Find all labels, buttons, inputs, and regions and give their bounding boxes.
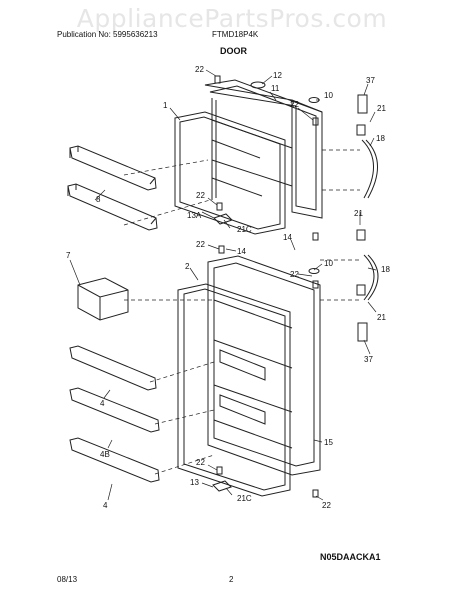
callout-15: 15 bbox=[324, 438, 333, 447]
callout-21: 21 bbox=[377, 104, 386, 113]
callout-14: 14 bbox=[283, 233, 292, 242]
callout-14: 14 bbox=[237, 247, 246, 256]
upper-door-gasket bbox=[174, 111, 286, 235]
callout-18: 18 bbox=[376, 134, 385, 143]
lower-shelves bbox=[69, 345, 160, 483]
callout-22: 22 bbox=[322, 501, 331, 510]
callout-18: 18 bbox=[381, 265, 390, 274]
callout-22: 22 bbox=[196, 240, 205, 249]
upper-shelves bbox=[67, 145, 158, 231]
callout-13a: 13A bbox=[187, 211, 202, 220]
page-number: 2 bbox=[229, 575, 234, 584]
callout-4: 4 bbox=[100, 399, 105, 408]
callout-22: 22 bbox=[290, 100, 299, 109]
callout-7: 7 bbox=[66, 251, 71, 260]
callout-37: 37 bbox=[366, 76, 375, 85]
callout-10: 10 bbox=[324, 91, 333, 100]
callout-22: 22 bbox=[196, 191, 205, 200]
hinges-hardware bbox=[212, 75, 320, 498]
upper-door bbox=[204, 79, 323, 219]
callout-2: 2 bbox=[185, 262, 190, 271]
callout-4: 4 bbox=[103, 501, 108, 510]
callout-8: 8 bbox=[96, 195, 101, 204]
model-number: FTMD18P4K bbox=[212, 30, 259, 39]
callout-22: 22 bbox=[290, 270, 299, 279]
footer-date: 08/13 bbox=[57, 575, 78, 584]
callout-10: 10 bbox=[324, 259, 333, 268]
callout-11: 11 bbox=[271, 84, 280, 93]
callout-22: 22 bbox=[196, 458, 205, 467]
lower-door bbox=[207, 255, 321, 476]
lower-door-gasket bbox=[177, 283, 291, 497]
callout-22: 22 bbox=[195, 65, 204, 74]
callout-4b: 4B bbox=[100, 450, 110, 459]
callout-labels: 22 12 11 1 22 10 37 21 18 8 22 13A 21C 2… bbox=[66, 65, 390, 510]
callout-21: 21 bbox=[354, 209, 363, 218]
watermark: AppliancePartsPros.com bbox=[76, 4, 388, 33]
figure-code: N05DAACKA1 bbox=[320, 552, 381, 562]
callout-21: 21 bbox=[377, 313, 386, 322]
egg-bin bbox=[77, 277, 129, 321]
section-title: DOOR bbox=[220, 46, 247, 56]
publication-number: Publication No: 5995636213 bbox=[57, 30, 158, 39]
handles bbox=[356, 94, 379, 342]
leader-lines bbox=[69, 69, 377, 501]
callout-37: 37 bbox=[364, 355, 373, 364]
callout-12: 12 bbox=[273, 71, 282, 80]
callout-13: 13 bbox=[190, 478, 199, 487]
callout-21c: 21C bbox=[237, 225, 252, 234]
callout-21c: 21C bbox=[237, 494, 252, 503]
callout-1: 1 bbox=[163, 101, 168, 110]
